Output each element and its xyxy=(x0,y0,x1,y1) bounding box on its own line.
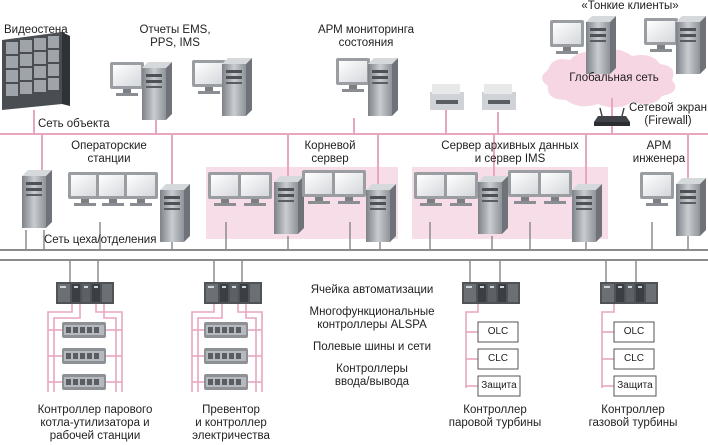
printer-icon-1 xyxy=(430,84,464,110)
boiler-controller-label-line1: Контроллер парового xyxy=(37,404,153,416)
gas-olc-box xyxy=(613,321,655,343)
automation-cell-label: Ячейка автоматизации xyxy=(310,284,434,296)
root-server-label-line2: сервер xyxy=(311,153,349,165)
io-controller-electric-3 xyxy=(204,374,248,390)
boiler-controller-label-line2: котла-утилизатора и xyxy=(40,417,150,429)
operator-tower-left xyxy=(22,170,52,228)
engineer-tower xyxy=(676,178,706,236)
reports-tower-2 xyxy=(222,58,252,116)
steam-clc-text: CLC xyxy=(487,353,508,364)
operator-label-line1: Операторские xyxy=(71,140,147,152)
steam-controller-label-line1: Контроллер xyxy=(463,404,527,416)
steam-protection-box xyxy=(477,375,521,397)
reports-monitor-2 xyxy=(192,60,226,94)
gas-protection-box xyxy=(613,375,657,397)
gas-controller-label-line2: газовой турбины xyxy=(588,417,678,429)
gas-clc-text: CLC xyxy=(623,353,644,364)
plant-network-label: Сеть цеха/отделения xyxy=(44,234,157,246)
gas-controller-label-line1: Контроллер xyxy=(601,404,665,416)
global-network-label: Глобальная сеть xyxy=(569,72,659,84)
fieldbus-label: Полевые шины и сети xyxy=(312,341,431,353)
thin-client-tower-2 xyxy=(676,16,706,74)
monitoring-tower xyxy=(368,58,398,116)
alspa-label-line2: контроллеры ALSPA xyxy=(317,319,427,331)
steam-olc-text: OLC xyxy=(487,326,509,337)
io-controller-electric-2 xyxy=(204,348,248,364)
io-label-line1: Контроллеры xyxy=(336,363,408,375)
root-server-label-line1: Корневой xyxy=(304,140,356,152)
global-network-cloud xyxy=(542,49,676,108)
alspa-controller-electric xyxy=(204,282,262,304)
electric-controller-label-line1: Превентор xyxy=(202,404,260,416)
archive-server-label-line2: и сервер IMS xyxy=(474,153,546,165)
steam-clc-box xyxy=(477,348,519,370)
thin-clients-label: «Тонкие клиенты» xyxy=(581,0,679,12)
electric-controller-label-line2: и контроллер xyxy=(195,417,267,429)
root-server-tower xyxy=(274,176,304,234)
io-controller-boiler-1 xyxy=(62,322,106,338)
alspa-label-line1: Многофункциональные xyxy=(309,306,435,318)
archive-tower-right xyxy=(572,184,602,242)
gas-protection-text: Защита xyxy=(617,380,653,391)
engineer-label-line1: АРМ xyxy=(646,140,672,152)
reports-tower-1 xyxy=(142,62,172,120)
alspa-controller-boiler xyxy=(56,282,114,304)
reports-monitor-1 xyxy=(110,62,144,96)
reports-label-line1: Отчеты EMS, xyxy=(139,24,211,36)
root-tower-right xyxy=(366,184,396,242)
printer-icon-2 xyxy=(482,84,516,110)
reports-label-line2: PPS, IMS xyxy=(150,37,200,49)
monitoring-label-line1: АРМ мониторинга xyxy=(317,24,415,36)
operator-label-line2: станции xyxy=(87,153,131,165)
steam-protection-text: Защита xyxy=(481,380,517,391)
operator-monitor-3 xyxy=(124,172,158,206)
io-controller-boiler-2 xyxy=(62,348,106,364)
electric-controller-label-line3: электричества xyxy=(192,430,270,442)
videowall-label: Видеостена xyxy=(4,24,68,36)
engineer-label-line2: инженера xyxy=(632,153,686,165)
site-network-drops xyxy=(33,98,689,186)
plant-network-drops xyxy=(25,222,689,282)
thin-client-monitor-2 xyxy=(644,18,678,52)
alspa-controller-gas xyxy=(600,282,658,304)
videowall-icon xyxy=(2,32,70,110)
io-controller-boiler-3 xyxy=(62,374,106,390)
thin-client-monitor-1 xyxy=(550,20,584,54)
archive-server-label-line1: Сервер архивных данных xyxy=(441,140,579,152)
thin-client-tower-1 xyxy=(586,16,616,74)
io-label-line2: ввода/вывода xyxy=(334,376,410,388)
firewall-label-line2: (Firewall) xyxy=(644,115,692,127)
monitoring-label-line2: состояния xyxy=(338,37,394,49)
firewall-icon xyxy=(594,107,630,126)
fieldbus-lines xyxy=(47,304,615,392)
alspa-controller-steam xyxy=(462,282,520,304)
engineer-monitor xyxy=(640,172,674,206)
gas-clc-box xyxy=(613,348,655,370)
site-network-label: Сеть объекта xyxy=(38,118,110,130)
gas-olc-text: OLC xyxy=(623,326,645,337)
steam-controller-label-line2: паровой турбины xyxy=(448,417,542,429)
boiler-controller-label-line3: рабочей станции xyxy=(49,430,141,442)
firewall-label-line1: Сетевой экран xyxy=(629,102,707,114)
steam-olc-box xyxy=(477,321,519,343)
monitoring-monitor xyxy=(336,58,370,92)
operator-tower-right xyxy=(160,184,190,242)
io-controller-electric-1 xyxy=(204,322,248,338)
archive-server-tower xyxy=(478,176,508,234)
